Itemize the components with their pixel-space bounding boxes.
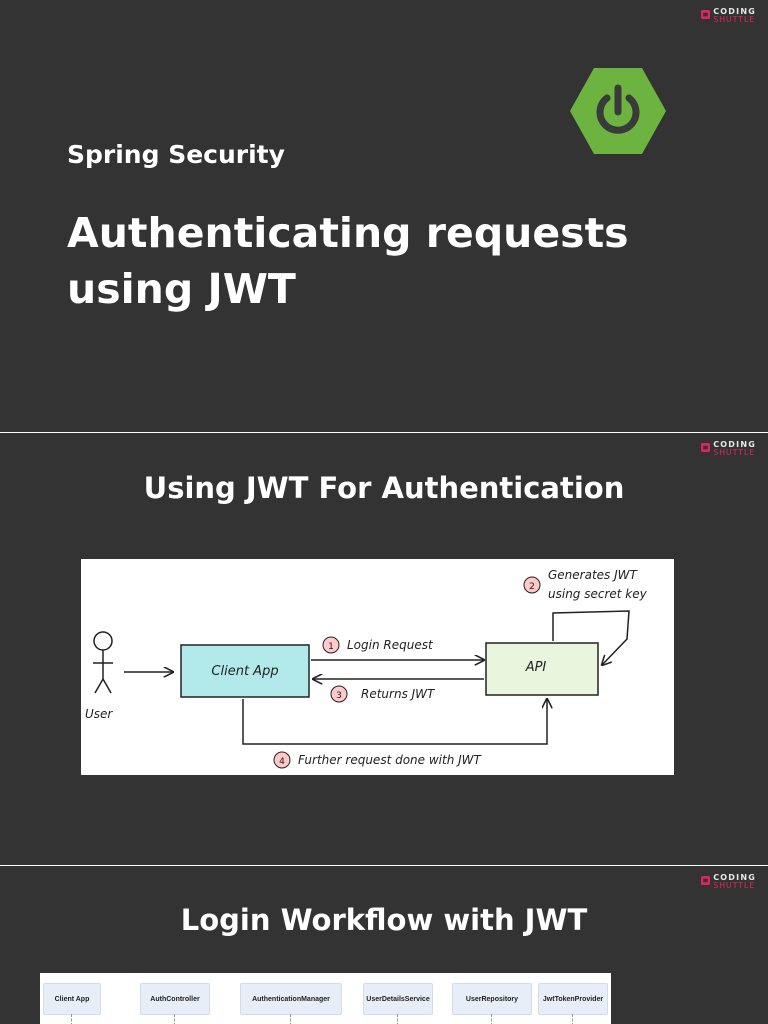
slide-title: Login Workflow with JWT	[180, 903, 588, 937]
participant-user-repository: UserRepository	[452, 983, 532, 1015]
participant-client-app: Client App	[43, 983, 101, 1015]
slide-title: Using JWT For Authentication	[143, 471, 625, 505]
step-3-number: 3	[336, 691, 342, 701]
spring-power-icon	[570, 68, 666, 154]
step-4-label: Further request done with JWT	[298, 753, 483, 767]
lifeline	[290, 1014, 291, 1024]
client-app-box	[180, 644, 310, 698]
step-1-label: Login Request	[347, 638, 434, 652]
step-1-badge	[322, 636, 340, 654]
step-2-label-line1: Generates JWT	[548, 568, 639, 582]
step-1-number: 1	[328, 642, 334, 652]
step-4-number: 4	[279, 757, 285, 767]
lifeline	[174, 1014, 175, 1024]
participant-auth-controller: AuthController	[140, 983, 210, 1015]
brand-mark-icon	[701, 443, 711, 452]
participant-jwt-token-provider: JwtTokenProvider	[538, 983, 608, 1015]
sequence-diagram: Client App AuthController Authentication…	[40, 973, 611, 1024]
actor-label: User	[85, 707, 113, 721]
lifeline	[397, 1014, 398, 1024]
step-3-badge	[330, 685, 348, 703]
brand-mark-icon	[701, 10, 711, 19]
participant-user-details-service: UserDetailsService	[363, 983, 433, 1015]
brand-logo: CODING SHUTTLE	[701, 874, 756, 890]
brand-name-bottom: SHUTTLE	[713, 881, 755, 890]
jwt-flow-diagram: User Client App API 1 Login Request 3 Re…	[81, 559, 674, 775]
brand-mark-icon	[701, 876, 711, 885]
lifeline	[572, 1014, 573, 1024]
brand-logo: CODING SHUTTLE	[701, 441, 756, 457]
jwt-auth-slide: CODING SHUTTLE Using JWT For Authenticat…	[0, 433, 768, 865]
brand-name-top: CODING	[713, 440, 756, 449]
slide-main-title: Authenticating requests using JWT	[67, 209, 629, 313]
step-2-badge	[523, 576, 541, 594]
generate-jwt-loop-arrow	[552, 610, 630, 665]
login-workflow-slide: CODING SHUTTLE Login Workflow with JWT C…	[0, 866, 768, 1024]
brand-name-top: CODING	[713, 873, 756, 882]
api-box	[485, 642, 599, 696]
step-4-badge	[273, 751, 291, 769]
lifeline	[71, 1014, 72, 1024]
brand-logo: CODING SHUTTLE	[701, 8, 756, 24]
step-2-number: 2	[529, 582, 535, 592]
participant-authentication-manager: AuthenticationManager	[240, 983, 342, 1015]
brand-name-top: CODING	[713, 7, 756, 16]
lifeline	[491, 1014, 492, 1024]
client-app-label: Client App	[211, 664, 278, 679]
slide-subtitle: Spring Security	[67, 140, 285, 169]
step-3-label: Returns JWT	[361, 687, 436, 701]
api-label: API	[525, 660, 547, 675]
brand-name-bottom: SHUTTLE	[713, 448, 755, 457]
user-stick-figure-icon	[93, 631, 113, 694]
further-request-arrow	[242, 699, 547, 745]
step-2-label-line2: using secret key	[548, 587, 648, 601]
title-slide: CODING SHUTTLE Spring Security Authentic…	[0, 0, 768, 432]
brand-name-bottom: SHUTTLE	[713, 15, 755, 24]
